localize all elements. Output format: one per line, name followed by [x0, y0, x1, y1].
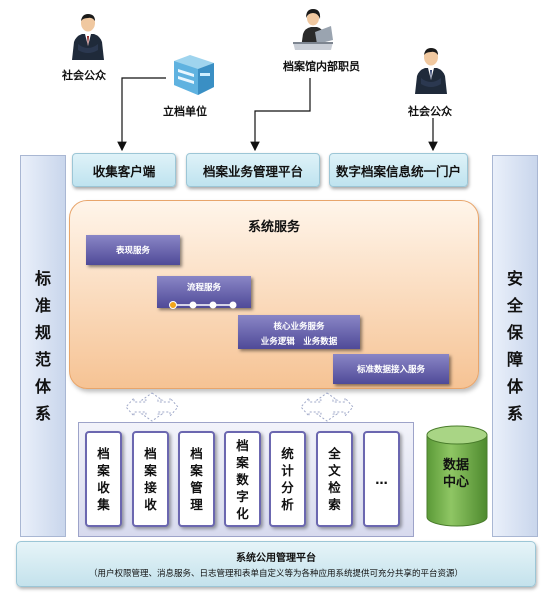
- process-service-box[interactable]: 流程服务: [157, 276, 251, 309]
- actor-label-public-left: 社会公众: [62, 69, 106, 82]
- presentation-service-box[interactable]: 表现服务: [86, 235, 180, 265]
- module-char: 收: [144, 497, 157, 512]
- server-icon: [166, 53, 218, 97]
- process-flow-icon: [169, 301, 237, 309]
- digital-archive-portal-box[interactable]: 数字档案信息统一门户: [329, 153, 468, 187]
- data-center-line1: 数据: [442, 458, 469, 473]
- module-char: …: [375, 471, 388, 487]
- system-services-title: 系统服务: [247, 220, 300, 235]
- module-char: 字: [236, 488, 249, 504]
- module-char: 案: [97, 463, 110, 478]
- data-center-cylinder: [426, 425, 488, 527]
- platform-title: 系统公用管理平台: [236, 553, 316, 564]
- module-char: 收: [97, 480, 110, 495]
- actor-label-public-right: 社会公众: [408, 105, 452, 118]
- process-service-label: 流程服务: [186, 283, 221, 293]
- module-statistical-analysis[interactable]: 统 计 分 析: [269, 431, 306, 527]
- pillar-char: 规: [34, 323, 51, 342]
- data-center-line2: 中心: [442, 475, 469, 490]
- security-system-pillar: 安 全 保 障 体 系: [492, 155, 538, 537]
- module-char: 档: [236, 437, 249, 453]
- pillar-char: 体: [34, 377, 51, 396]
- module-char: 化: [236, 505, 249, 521]
- standard-data-access-service-box[interactable]: 标准数据接入服务: [333, 354, 449, 384]
- module-char: 理: [190, 497, 203, 512]
- module-char: 档: [144, 446, 157, 461]
- core-business-service-sublabel: 业务逻辑 业务数据: [260, 337, 338, 347]
- module-char: 统: [281, 446, 294, 461]
- platform-subtitle: （用户权限管理、消息服务、日志管理和表单自定义等为各种应用系统提供可充分共享的平…: [88, 569, 463, 579]
- module-archive-receiving[interactable]: 档 案 接 收: [132, 431, 169, 527]
- module-full-text-search[interactable]: 全 文 检 索: [316, 431, 353, 527]
- module-char: 文: [328, 463, 341, 478]
- actor-label-archive-staff: 档案馆内部职员: [283, 60, 360, 73]
- person-icon-public-left: [70, 12, 106, 60]
- module-char: 管: [190, 480, 203, 495]
- module-char: 档: [97, 446, 110, 461]
- pillar-char: 保: [506, 323, 523, 342]
- pillar-char: 标: [34, 269, 51, 288]
- pillar-char: 障: [506, 350, 523, 369]
- core-business-service-box[interactable]: 核心业务服务 业务逻辑 业务数据: [238, 315, 360, 349]
- collection-client-box[interactable]: 收集客户端: [72, 153, 176, 187]
- module-char: 分: [281, 480, 294, 495]
- arrow-archive-staff: [250, 78, 311, 152]
- module-char: 检: [328, 480, 341, 495]
- standards-system-pillar: 标 准 规 范 体 系: [20, 155, 66, 537]
- data-center-label: 数据 中心: [427, 457, 485, 491]
- core-business-service-label: 核心业务服务: [273, 322, 325, 332]
- pillar-char: 安: [506, 269, 523, 288]
- module-char: 案: [190, 463, 203, 478]
- person-icon-public-right: [413, 46, 449, 94]
- dashed-double-arrow-right: [300, 392, 354, 422]
- module-archive-management[interactable]: 档 案 管 理: [178, 431, 215, 527]
- pillar-char: 系: [34, 404, 51, 423]
- module-char: 析: [281, 497, 294, 512]
- module-char: 索: [328, 497, 341, 512]
- module-more[interactable]: …: [363, 431, 400, 527]
- system-services-panel: 系统服务 表现服务 流程服务 核心业务服务 业务逻辑 业务数据 标准数据接入服务: [69, 200, 479, 389]
- pillar-char: 范: [34, 350, 51, 369]
- pillar-char: 全: [506, 296, 523, 315]
- pillar-char: 系: [506, 404, 523, 423]
- staff-icon: [291, 8, 335, 52]
- arrow-filing-unit: [117, 77, 166, 152]
- module-char: 计: [281, 463, 294, 478]
- module-char: 接: [144, 480, 157, 495]
- pillar-char: 体: [506, 377, 523, 396]
- module-char: 案: [144, 463, 157, 478]
- module-char: 全: [328, 446, 341, 461]
- module-archive-digitization[interactable]: 档 案 数 字 化: [224, 431, 261, 527]
- module-char: 案: [236, 454, 249, 470]
- pillar-char: 准: [34, 296, 51, 315]
- standard-data-access-service-label: 标准数据接入服务: [356, 365, 425, 375]
- public-management-platform[interactable]: 系统公用管理平台 （用户权限管理、消息服务、日志管理和表单自定义等为各种应用系统…: [16, 541, 536, 587]
- application-modules-panel: 档 案 收 集 档 案 接 收 档 案 管 理 档 案 数 字 化 统 计 分 …: [78, 422, 414, 537]
- module-char: 档: [190, 446, 203, 461]
- module-char: 集: [97, 497, 110, 512]
- archive-business-platform-box[interactable]: 档案业务管理平台: [186, 153, 320, 187]
- module-archive-collection[interactable]: 档 案 收 集: [85, 431, 122, 527]
- presentation-service-label: 表现服务: [115, 246, 150, 256]
- module-char: 数: [236, 471, 249, 487]
- actor-label-filing-unit: 立档单位: [163, 105, 207, 118]
- dashed-double-arrow-left: [125, 392, 179, 422]
